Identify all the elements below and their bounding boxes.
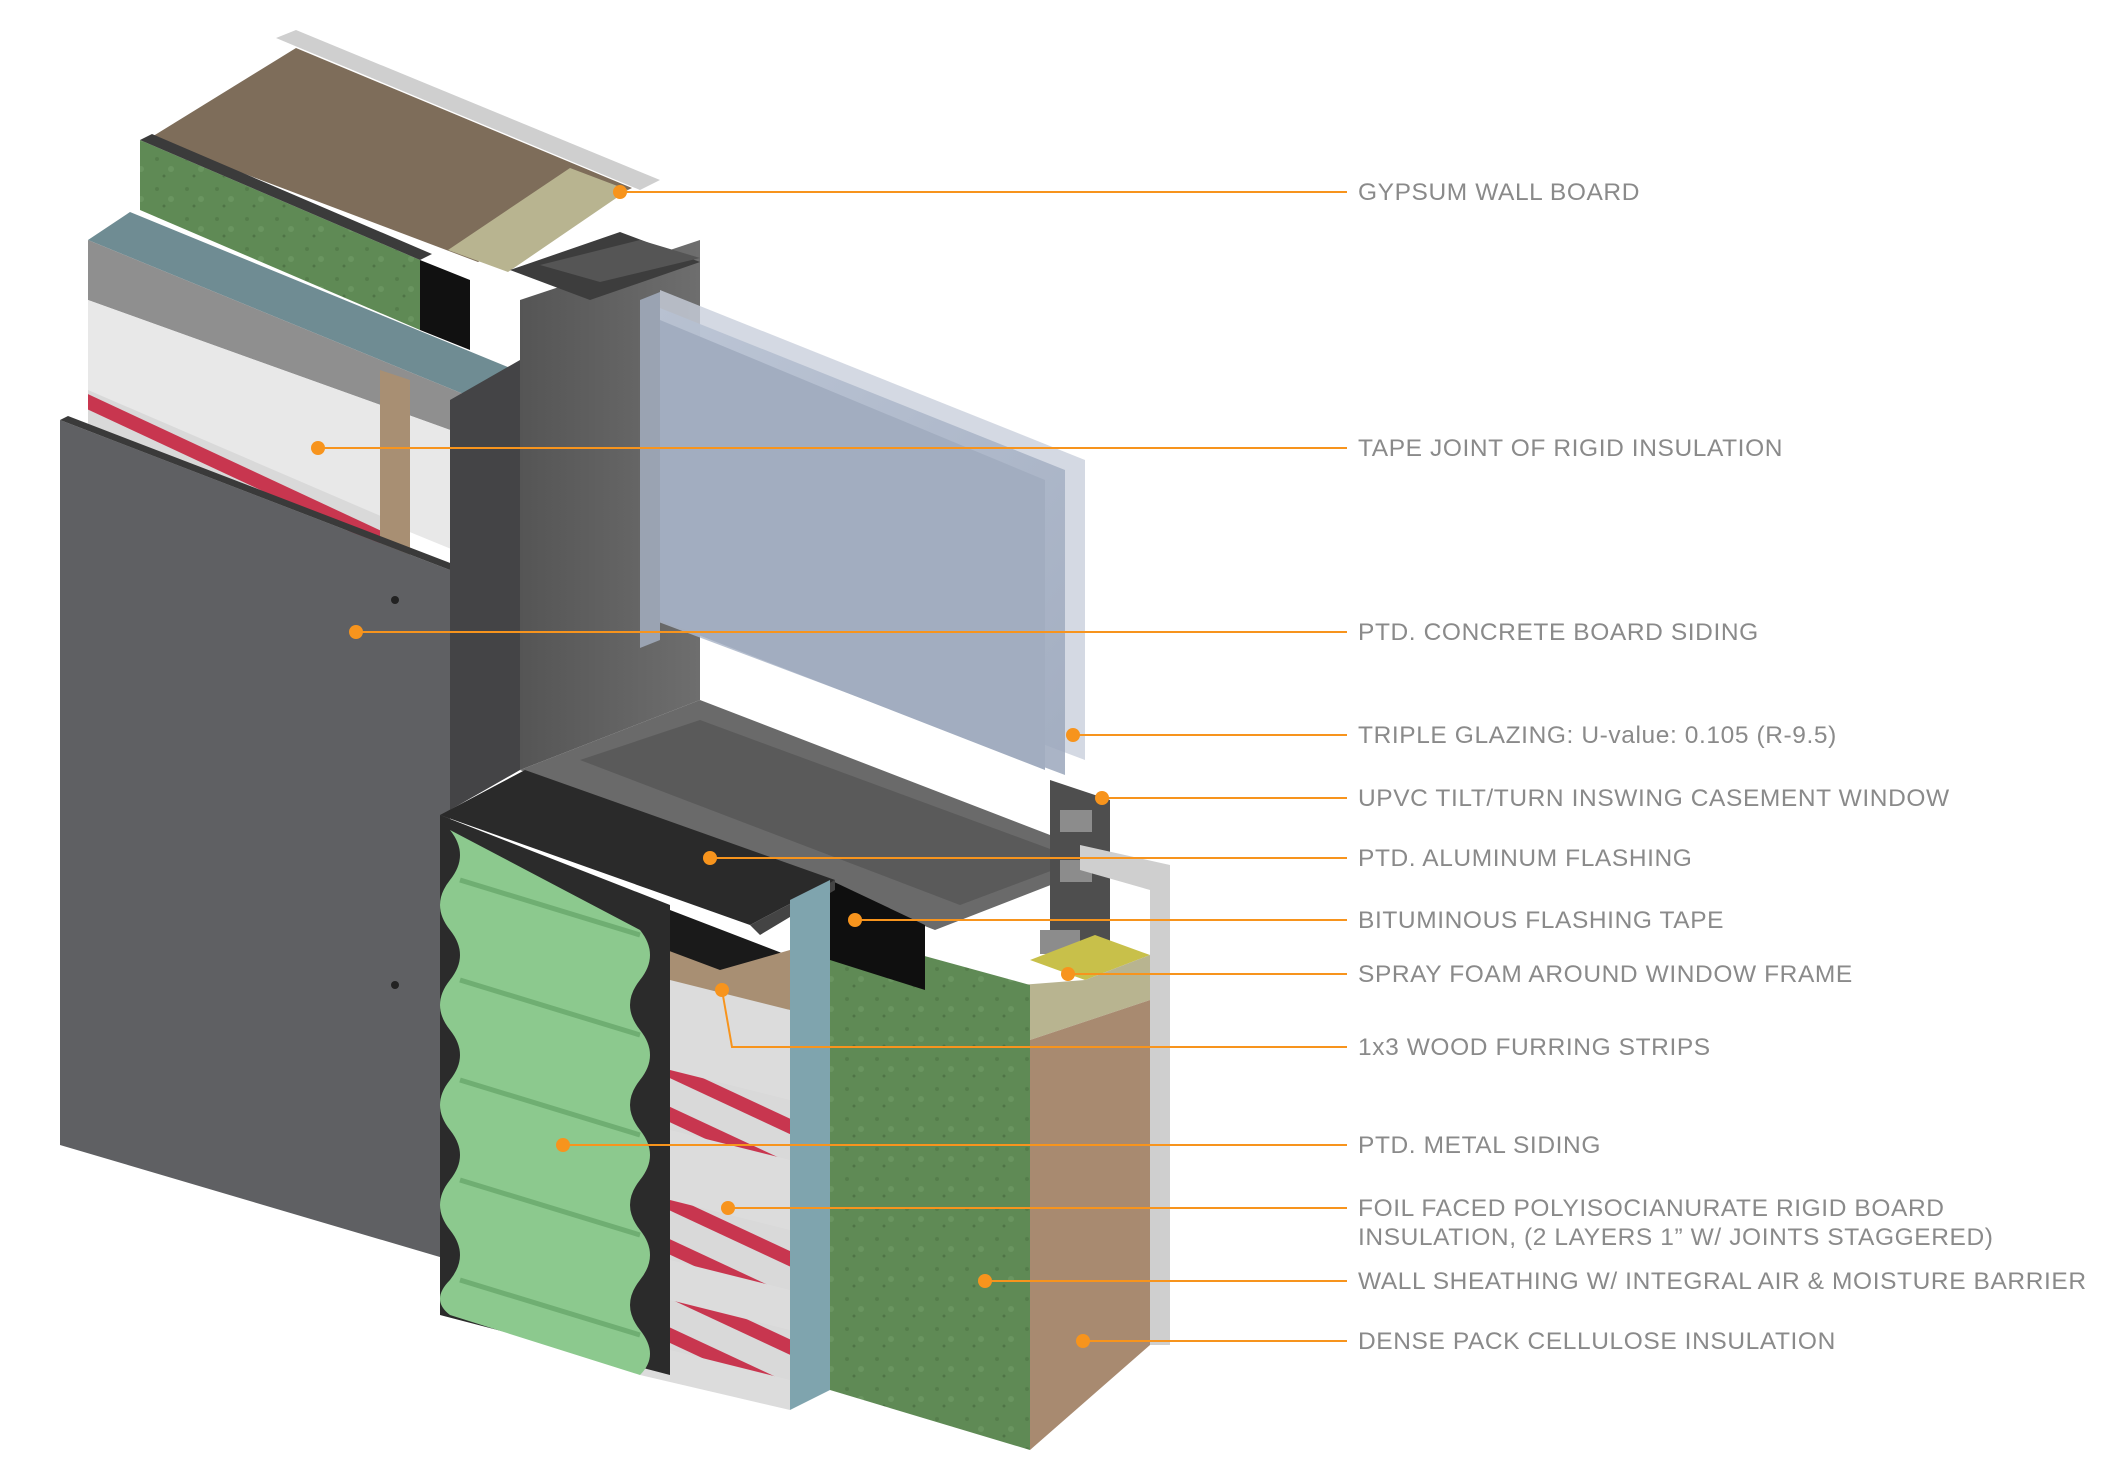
label-wood-furring-strips: 1x3 WOOD FURRING STRIPS xyxy=(1358,1034,1711,1061)
aluminum-flashing xyxy=(440,770,835,925)
head-trim xyxy=(276,30,660,190)
label-polyiso-insulation: FOIL FACED POLYISOCIANURATE RIGID BOARD … xyxy=(1358,1194,1994,1252)
label-aluminum-flashing: PTD. ALUMINUM FLASHING xyxy=(1358,845,1693,872)
metal-siding-panel xyxy=(440,830,650,1375)
label-metal-siding: PTD. METAL SIDING xyxy=(1358,1132,1601,1159)
sill-interior-trim xyxy=(1080,845,1170,1345)
wood-furring-block xyxy=(640,940,790,1010)
label-wall-sheathing: WALL SHEATHING W/ INTEGRAL AIR & MOISTUR… xyxy=(1358,1268,2087,1295)
leader-furring-strips xyxy=(721,989,1347,1048)
head-gypsum-edge xyxy=(448,168,628,272)
callout-leaders xyxy=(318,191,1347,1342)
bituminous-tape-block xyxy=(830,880,925,990)
cellulose-insulation-block xyxy=(1030,1000,1150,1450)
spray-foam xyxy=(1030,935,1150,980)
callout-dots xyxy=(311,185,1109,1348)
label-bituminous-flashing-tape: BITUMINOUS FLASHING TAPE xyxy=(1358,907,1725,934)
label-polyiso-line-2: INSULATION, (2 LAYERS 1” W/ JOINTS STAGG… xyxy=(1358,1224,1994,1251)
window-jamb-liner xyxy=(450,360,520,810)
label-gypsum-wall-board: GYPSUM WALL BOARD xyxy=(1358,179,1641,206)
head-flashing-tape xyxy=(420,260,470,350)
label-cellulose-insulation: DENSE PACK CELLULOSE INSULATION xyxy=(1358,1328,1836,1355)
wall-sheathing-block xyxy=(830,930,1030,1450)
label-triple-glazing: TRIPLE GLAZING: U-value: 0.105 (R-9.5) xyxy=(1358,722,1837,749)
label-polyiso-line-1: FOIL FACED POLYISOCIANURATE RIGID BOARD xyxy=(1358,1195,1945,1222)
head-sheathing xyxy=(140,140,420,330)
label-concrete-board-siding: PTD. CONCRETE BOARD SIDING xyxy=(1358,619,1759,646)
label-tape-joint-rigid-insulation: TAPE JOINT OF RIGID INSULATION xyxy=(1358,435,1784,462)
head-furring-strip xyxy=(380,370,410,560)
head-insulation-face xyxy=(88,212,520,400)
glazing-inner-pane xyxy=(660,320,1045,770)
label-spray-foam: SPRAY FOAM AROUND WINDOW FRAME xyxy=(1358,961,1853,988)
label-upvc-window: UPVC TILT/TURN INSWING CASEMENT WINDOW xyxy=(1358,785,1950,812)
